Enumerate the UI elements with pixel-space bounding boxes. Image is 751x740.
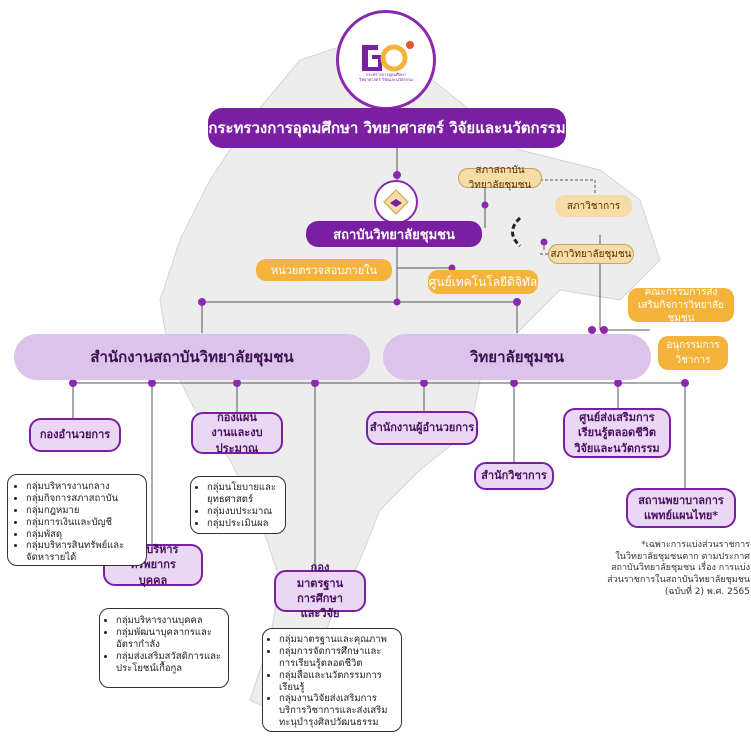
academic-council-box: สภาวิชาการ (555, 195, 632, 217)
list-item: กลุ่มงานวิจัยส่งเสริมการบริการวิชาการและ… (279, 693, 397, 729)
college-bar: วิทยาลัยชุมชน (383, 334, 651, 380)
list-item: กลุ่มกฎหมาย (26, 505, 140, 517)
footnote-line: ส่วนราชการในสถาบันวิทยาลัยชุมชน (607, 575, 750, 586)
std-list: กลุ่มมาตรฐานและคุณภาพกลุ่มการจัดการศึกษา… (262, 628, 402, 732)
plan-list: กลุ่มนโยบายและยุทธศาสตร์กลุ่มงบประมาณกลุ… (190, 476, 286, 534)
list-item: กลุ่มบริหารงานกลาง (26, 481, 140, 493)
list-item: กลุ่มพัฒนาบุคลากรและอัตรากำลัง (116, 627, 224, 651)
standard-division-box: กองมาตรฐานการศึกษาและวิจัย (274, 561, 366, 620)
institute-box: สถาบันวิทยาลัยชุมชน (306, 221, 482, 247)
institute-emblem-icon (374, 180, 418, 224)
logo-mark-icon (362, 41, 414, 72)
ministry-box: กระทรวงการอุดมศึกษา วิทยาศาสตร์ วิจัยและ… (208, 108, 566, 148)
list-item: กลุ่มการเงินและบัญชี (26, 517, 140, 529)
director-office-box: สำนักงานผู้อำนวยการ (366, 411, 478, 445)
internal-audit-box: หน่วยตรวจสอบภายใน (256, 259, 392, 281)
footnote-line: ในวิทยาลัยชุมชนตาก ตามประกาศ (615, 551, 750, 562)
list-item: กลุ่มนโยบายและยุทธศาสตร์ (207, 482, 281, 506)
college-council-box: สภาวิทยาลัยชุมชน (548, 244, 634, 264)
footnote-line: สถาบันวิทยาลัยชุมชน เรื่อง การแบ่ง (611, 563, 750, 574)
list-item: กลุ่มมาตรฐานและคุณภาพ (279, 634, 397, 646)
hr-list: กลุ่มบริหารงานบุคคลกลุ่มพัฒนาบุคลากรและอ… (99, 608, 229, 688)
institute-council-box: สภาสถาบันวิทยาลัยชุมชน (458, 165, 542, 191)
thai-medicine-box: สถานพยาบาลการแพทย์แผนไทย* (626, 488, 736, 528)
lifelong-center-box: ศูนย์ส่งเสริมการเรียนรู้ตลอดชีวิตวิจัยแล… (563, 408, 671, 458)
footnote-line: *เฉพาะการแบ่งส่วนราชการ (641, 540, 750, 550)
list-item: กลุ่มส่งเสริมสวัสดิการและประโยชน์เกื้อกู… (116, 651, 224, 675)
office-bar: สำนักงานสถาบันวิทยาลัยชุมชน (14, 334, 370, 380)
digital-center-box: ศูนย์เทคโนโลยีดิจิทัล (428, 270, 538, 294)
promo-committee-box: คณะกรรมการส่งเสริมกิจการวิทยาลัยชุมชน (628, 287, 734, 324)
logo-caption: กระทรวงการอุดมศึกษา วิทยาศาสตร์ วิจัยและ… (359, 72, 413, 82)
list-item: กลุ่มกิจการสภาสถาบัน (26, 493, 140, 505)
admin-list: กลุ่มบริหารงานกลางกลุ่มกิจการสภาสถาบันกล… (7, 474, 147, 566)
list-item: กลุ่มบริหารงานบุคคล (116, 615, 224, 627)
list-item: กลุ่มงบประมาณ (207, 506, 281, 518)
footnote-line: (ฉบับที่ 2) พ.ศ. 2565 (664, 586, 750, 597)
academic-office-box: สำนักวิชาการ (474, 462, 554, 490)
admin-division-box: กองอำนวยการ (29, 418, 121, 452)
academic-subcommittee-box: อนุกรรมการวิชาการ (658, 336, 728, 370)
list-item: กลุ่มประเมินผล (207, 518, 281, 530)
logo-badge: กระทรวงการอุดมศึกษา วิทยาศาสตร์ วิจัยและ… (336, 10, 436, 110)
list-item: กลุ่มพัสดุ (26, 529, 140, 541)
list-item: กลุ่มบริหารสินทรัพย์และจัดหารายได้ (26, 540, 140, 564)
list-item: กลุ่มการจัดการศึกษาและการเรียนรู้ตลอดชีว… (279, 646, 397, 670)
list-item: กลุ่มสื่อและนวัตกรรมการเรียนรู้ (279, 670, 397, 694)
footnote: *เฉพาะการแบ่งส่วนราชการ ในวิทยาลัยชุมชนต… (590, 540, 750, 598)
plan-division-box: กองแผนงานและงบประมาณ (191, 411, 283, 455)
